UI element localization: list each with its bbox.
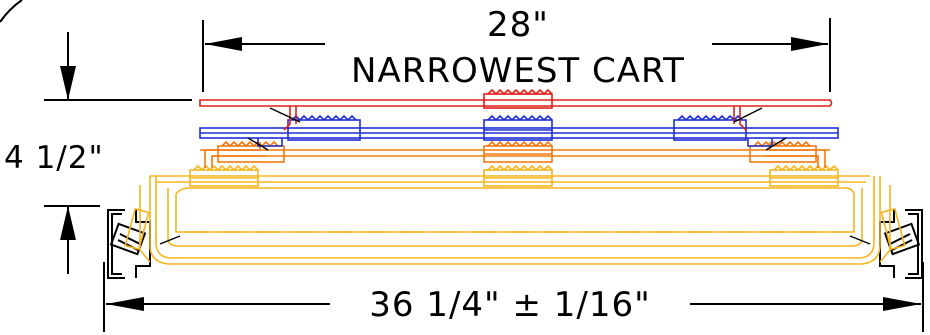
corner-arc [0, 0, 23, 23]
top-width-label: 28" [487, 5, 549, 45]
bearing-details [159, 107, 871, 245]
height-dimension [44, 32, 192, 274]
red-cart-profile [199, 88, 833, 131]
orange-cart-profile [200, 140, 830, 168]
top-width-dimension [202, 18, 831, 92]
bottom-width-dimension [103, 262, 924, 332]
right-bracket [879, 209, 923, 279]
height-label: 4 1/2" [4, 140, 104, 176]
left-bracket [107, 209, 151, 279]
yellow-cart-profile [124, 164, 906, 265]
blue-cart-profile [199, 114, 839, 147]
top-width-caption: NARROWEST CART [351, 51, 685, 91]
bottom-width-label: 36 1/4" ± 1/16" [369, 285, 651, 325]
